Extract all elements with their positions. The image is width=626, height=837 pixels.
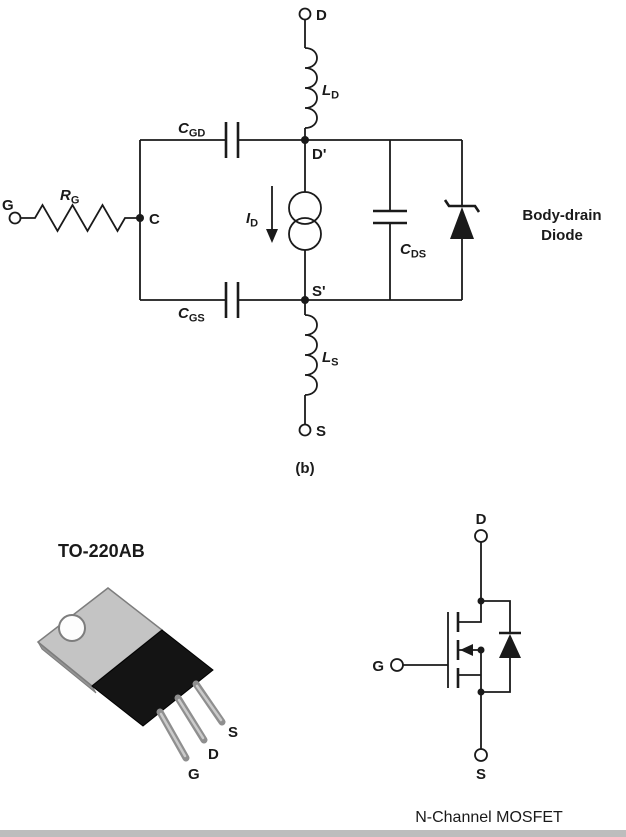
gate-terminal-label: G [2,197,14,214]
capacitor-cgs-label: CGS [178,305,205,325]
node-d-prime-label: D' [312,146,326,163]
body-diode-icon [450,207,474,239]
figure-label: (b) [295,460,314,477]
source-terminal-label: S [316,423,326,440]
capacitor-cgd-label: CGD [178,120,205,140]
bottom-strip [0,830,626,837]
symbol-drain-terminal [474,529,488,543]
symbol-body-arrow-icon [460,644,473,656]
mosfet-equivalent-circuit: D LD D' CGD C G RG CGS [2,7,602,477]
resistor-rg [21,203,140,233]
symbol-drain-label: D [476,511,487,528]
body-diode-label-line2: Diode [541,227,583,244]
drain-current-label: ID [246,210,258,230]
symbol-gate-label: G [372,658,384,675]
body-diode-cathode-bar [443,199,481,213]
to220-package: TO-220AB S D G [36,541,238,783]
package-title: TO-220AB [58,541,145,561]
symbol-drain-stub [458,601,482,623]
package-pin-label-drain: D [208,746,219,763]
wire [481,600,511,633]
symbol-caption: N-Channel MOSFET [415,809,563,826]
symbol-source-label: S [476,766,486,783]
inductor-ld [304,47,318,129]
node-c-label: C [149,211,160,228]
package-plastic-body [91,629,214,727]
symbol-gate-terminal [390,658,404,672]
resistor-rg-label: RG [60,187,79,207]
inductor-ls-label: LS [322,349,339,369]
source-terminal [298,423,312,437]
body-diode-label-line1: Body-drain [522,207,601,224]
drain-terminal-label: D [316,7,327,24]
n-channel-mosfet-symbol: D G S N-Channel MOSFET [372,511,563,826]
wire [481,658,511,693]
package-mounting-hole [58,614,86,642]
package-pin-label-gate: G [188,766,200,783]
package-lead-drain [177,698,205,740]
current-source [288,191,322,225]
current-source [288,217,322,251]
symbol-source-terminal [474,748,488,762]
symbol-body-diode-icon [499,634,521,658]
gate-terminal [8,211,22,225]
drain-terminal [298,7,312,21]
package-lead-gate [159,712,187,758]
inductor-ls [304,314,318,396]
package-pin-label-source: S [228,724,238,741]
inductor-ld-label: LD [322,82,339,102]
capacitor-cds-label: CDS [400,241,426,261]
node-s-prime-label: S' [312,283,326,300]
package-lead-source [195,684,223,722]
current-arrowhead-icon [266,229,278,243]
